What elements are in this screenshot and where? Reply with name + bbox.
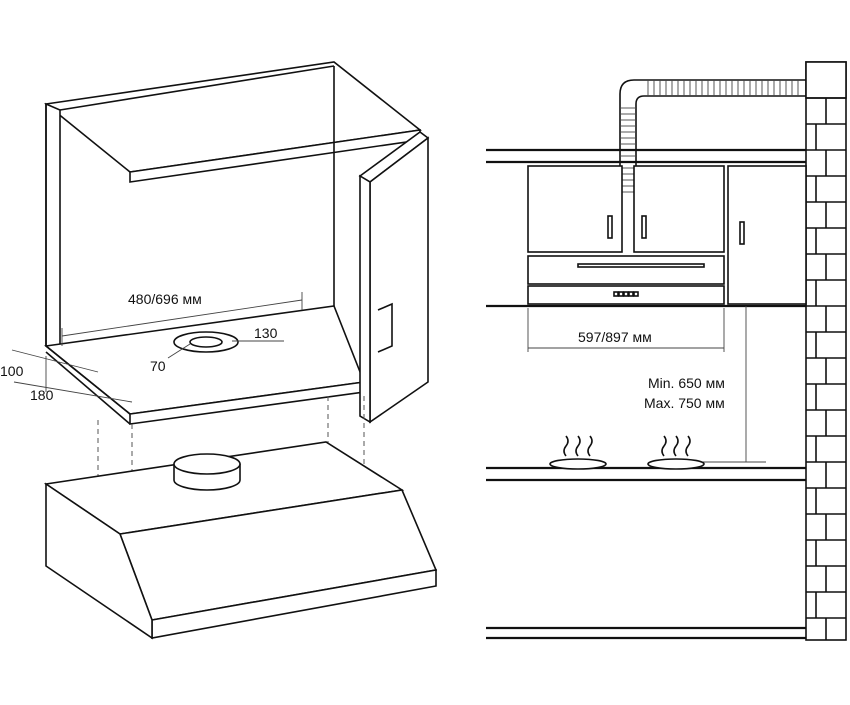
kitchen-shelves: [486, 148, 806, 640]
upper-cabinets: [527, 165, 807, 305]
wall-cabinet: [44, 61, 422, 425]
brick-wall: [805, 61, 847, 641]
hood-width-dimension: [527, 308, 725, 352]
cabinet-width-label: 480/696 мм: [128, 291, 202, 307]
gas-burner-right: [647, 435, 705, 470]
max-height-label: Max. 750 мм: [644, 395, 725, 411]
min-height-label: Min. 650 мм: [648, 375, 725, 391]
gas-burner-left: [549, 435, 607, 470]
dimension-lines-cabinet: [11, 292, 303, 403]
cabinet-door: [358, 131, 430, 424]
height-dimension: [700, 306, 766, 463]
cutout-outer-label: 130: [254, 325, 278, 341]
depth-b-label: 180: [30, 387, 54, 403]
cutout-inner-label: 70: [150, 358, 166, 374]
range-hood: [43, 441, 438, 640]
depth-a-label: 100: [0, 363, 24, 379]
hood-side-view: [527, 255, 725, 305]
hood-width-label: 597/897 мм: [578, 329, 652, 345]
